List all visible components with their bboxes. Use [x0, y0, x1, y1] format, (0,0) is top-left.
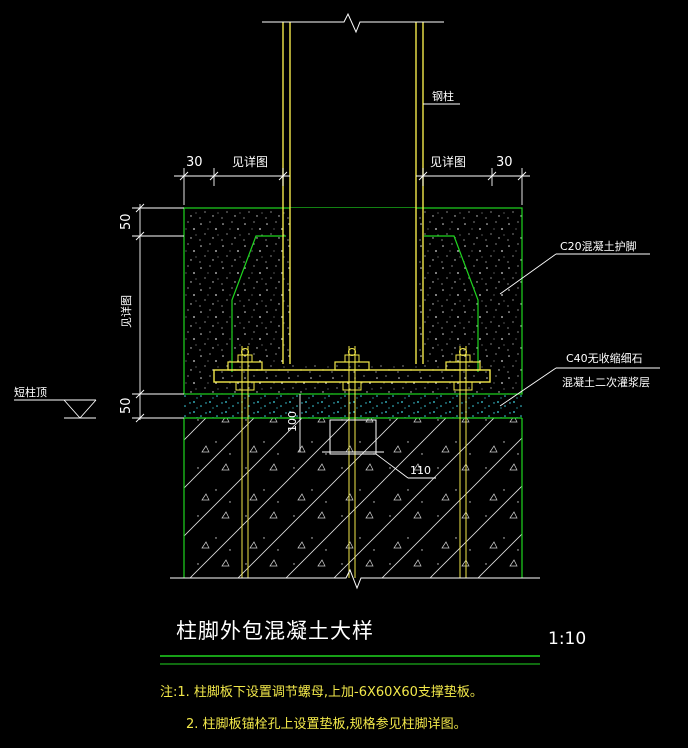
dim-right-ref: 见详图 — [430, 154, 466, 169]
drawing-scale: 1:10 — [548, 629, 586, 649]
c40-callout-leader — [499, 367, 660, 407]
c20-callout-leader — [499, 253, 650, 295]
concrete-pier — [183, 417, 523, 578]
dim-vertical-bottom: 50 — [119, 397, 134, 414]
dim-left-ref: 见详图 — [232, 154, 268, 169]
anchor-bolts — [241, 346, 467, 578]
dim-left-30: 30 — [186, 155, 203, 170]
note-2: 2. 柱脚板锚栓孔上设置垫板,规格参见柱脚详图。 — [186, 716, 467, 732]
callout-c20: C20混凝土护脚 — [560, 239, 637, 253]
bottom-break-line — [170, 568, 540, 590]
c20-concrete-encasement — [183, 207, 523, 395]
grout-layer — [184, 393, 522, 418]
top-dimensions — [174, 168, 530, 205]
note-1: 注:1. 柱脚板下设置调节螺母,上加-6X60X60支撑垫板。 — [160, 684, 483, 700]
steel-column — [262, 12, 444, 364]
left-dimensions — [132, 203, 184, 423]
dim-vertical-top: 50 — [119, 213, 134, 230]
dim-vertical-mid: 见详图 — [119, 295, 133, 328]
dim-right-30: 30 — [496, 155, 513, 170]
dim-110: 110 — [410, 464, 431, 477]
shear-key-dimensions — [299, 394, 436, 479]
dim-100: 100 — [286, 411, 299, 432]
drawing-title: 柱脚外包混凝土大样 — [176, 619, 374, 643]
column-label: 钢柱 — [432, 89, 454, 103]
level-label: 短柱顶 — [14, 385, 47, 399]
callout-c40-line1: C40无收缩细石 — [566, 351, 643, 365]
callout-c40-line2: 混凝土二次灌浆层 — [562, 375, 650, 389]
level-marker — [14, 399, 97, 419]
